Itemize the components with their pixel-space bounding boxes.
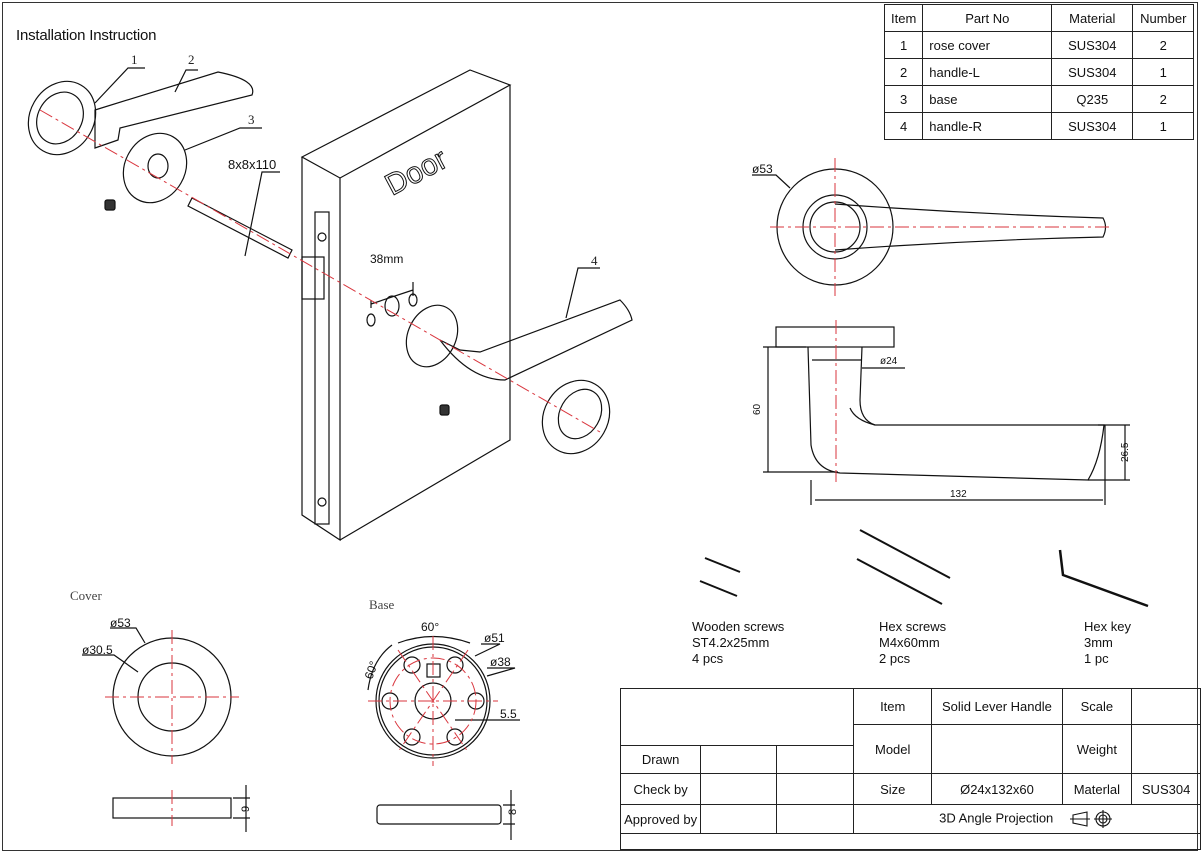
- parts-table: Item Part No Material Number 1 rose cove…: [883, 4, 1195, 140]
- base-outer-label: ø51: [484, 631, 505, 645]
- cover-drawing: [82, 627, 250, 832]
- header-number: Number: [1132, 4, 1195, 32]
- side-height-label: 60: [752, 403, 763, 415]
- base-angle-top: 60°: [421, 620, 439, 634]
- tb-size-value: Ø24x132x60: [931, 773, 1063, 805]
- spindle-label: 8x8x110: [228, 157, 276, 172]
- base-label: Base: [369, 597, 395, 612]
- callout-1: 1: [131, 52, 138, 67]
- hex-screws-icon: [856, 529, 951, 605]
- cover-inner-label: ø30.5: [82, 643, 113, 657]
- tb-scale-value: [1131, 688, 1201, 725]
- title-block: Item Solid Lever Handle Scale Model Weig…: [619, 688, 1201, 850]
- base-hole-label: 5.5: [500, 707, 517, 721]
- tb-material-value: SUS304: [1131, 773, 1201, 805]
- tb-weight-value: [1131, 724, 1201, 774]
- tb-material-label: Materlal: [1061, 773, 1133, 805]
- header-material: Material: [1051, 4, 1134, 32]
- rose-cover-right: [541, 379, 611, 455]
- projection-symbol-icon: [1069, 810, 1112, 828]
- side-view: [763, 326, 1130, 505]
- cover-outer-label: ø53: [110, 616, 131, 630]
- tb-drawn: Drawn: [619, 745, 702, 774]
- accessory-hex-screws: Hex screws M4x60mm 2 pcs: [879, 619, 947, 666]
- hex-key-icon: [1058, 549, 1149, 608]
- cover-label: Cover: [70, 588, 102, 603]
- grub-screw: [439, 404, 450, 416]
- center-lines: [39, 109, 1110, 826]
- table-row: 1 rose cover SUS304 2: [883, 31, 1195, 59]
- table-row: 2 handle-L SUS304 1: [883, 58, 1195, 86]
- tb-item-label: Item: [853, 688, 933, 725]
- base-pcd-label: ø38: [490, 655, 511, 669]
- header-item: Item: [883, 4, 924, 32]
- side-length-label: 132: [950, 489, 967, 500]
- table-row: 3 base Q235 2: [883, 85, 1195, 113]
- front-dia-label: ø53: [752, 162, 773, 176]
- door-block: [300, 69, 512, 542]
- rose-cover-left: [27, 80, 97, 156]
- door-hole: [366, 313, 376, 327]
- callout-4: 4: [591, 253, 598, 268]
- base-angle-left: 60°: [362, 659, 381, 681]
- table-row: 4 handle-R SUS304 1: [883, 112, 1195, 140]
- callout-3: 3: [248, 112, 255, 127]
- hole-spacing-dim: [370, 282, 414, 308]
- header-part-no: Part No: [922, 4, 1053, 32]
- side-dia-label: ø24: [880, 356, 898, 367]
- tb-check-by: Check by: [619, 773, 702, 805]
- grub-screw: [104, 199, 116, 211]
- projection-label: 3D Angle Projection: [939, 810, 1054, 826]
- side-thickness-label: 26.5: [1120, 442, 1131, 462]
- handle-right: [439, 299, 633, 381]
- tb-scale-label: Scale: [1061, 688, 1133, 725]
- handle-left: [94, 71, 254, 149]
- parts-table-header: Item Part No Material Number: [883, 4, 1195, 32]
- leader-lines: [94, 67, 600, 319]
- door-hole: [384, 295, 400, 317]
- hole-spacing-label: 38mm: [370, 252, 403, 266]
- tb-model-label: Model: [853, 724, 933, 774]
- tb-size-label: Size: [853, 773, 933, 805]
- tb-weight-label: Weight: [1061, 724, 1133, 774]
- base-right: [405, 304, 459, 368]
- tb-approved-by: Approved by: [619, 804, 702, 834]
- tb-model-value: [931, 724, 1063, 774]
- spindle: [187, 197, 293, 259]
- cover-thickness-label: 9: [240, 806, 252, 812]
- accessory-wooden-screws: Wooden screws ST4.2x25mm 4 pcs: [692, 619, 785, 666]
- door-text: Door: [380, 143, 453, 203]
- tb-item-value: Solid Lever Handle: [931, 688, 1063, 725]
- drawing-title: Installation Instruction: [16, 27, 157, 44]
- wooden-screws-icon: [699, 557, 741, 597]
- base-thickness-label: 8: [507, 809, 519, 815]
- tb-projection: 3D Angle Projection: [853, 804, 1201, 834]
- callout-2: 2: [188, 52, 195, 67]
- base-left: [122, 132, 188, 204]
- accessory-hex-key: Hex key 3mm 1 pc: [1084, 619, 1131, 666]
